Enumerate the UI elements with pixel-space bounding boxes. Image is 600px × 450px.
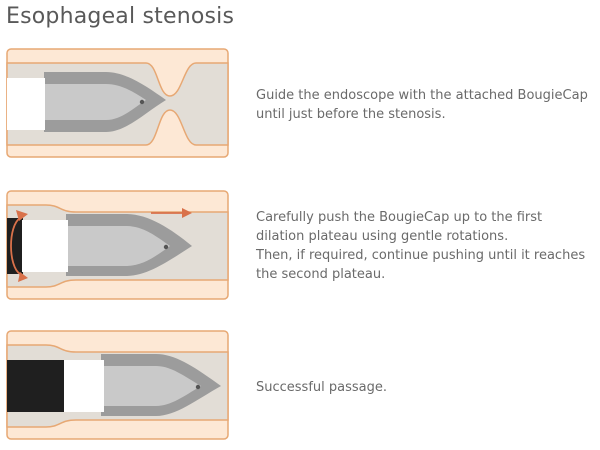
bougiecap-inner bbox=[66, 226, 170, 266]
step-3-illustration bbox=[6, 330, 229, 440]
page-title: Esophageal stenosis bbox=[6, 4, 235, 29]
caption-line: Guide the endoscope with the attached Bo… bbox=[256, 88, 588, 103]
push-arrow-icon bbox=[182, 208, 192, 218]
step-3: Successful passage. bbox=[6, 330, 594, 444]
caption-line: dilation plateau using gentle rotations. bbox=[256, 229, 509, 244]
endoscope-dark bbox=[7, 218, 23, 274]
step-1-caption: Guide the endoscope with the attached Bo… bbox=[256, 86, 591, 124]
endoscope-white bbox=[7, 78, 45, 130]
caption-line: Successful passage. bbox=[256, 380, 388, 395]
cap-tip-dot bbox=[139, 99, 145, 105]
rotation-arrowhead-top-icon bbox=[16, 210, 28, 221]
rotation-arrowhead-bottom-icon bbox=[18, 272, 28, 282]
caption-line: Carefully push the BougieCap up to the f… bbox=[256, 210, 543, 225]
endoscope-white bbox=[22, 220, 68, 272]
caption-line: until just before the stenosis. bbox=[256, 107, 446, 122]
step-2: Carefully push the BougieCap up to the f… bbox=[6, 190, 594, 304]
step-1: Guide the endoscope with the attached Bo… bbox=[6, 48, 594, 162]
step-2-illustration bbox=[6, 190, 229, 300]
caption-line: the second plateau. bbox=[256, 267, 386, 282]
step-3-caption: Successful passage. bbox=[256, 378, 591, 397]
step-2-caption: Carefully push the BougieCap up to the f… bbox=[256, 208, 591, 284]
rotation-arrow-icon bbox=[10, 217, 21, 275]
step-1-illustration bbox=[6, 48, 229, 158]
bougiecap-inner bbox=[101, 366, 201, 406]
endoscope-white bbox=[64, 360, 104, 412]
bougiecap-inner bbox=[44, 84, 146, 120]
cap-tip-dot bbox=[195, 384, 201, 390]
caption-line: Then, if required, continue pushing unti… bbox=[256, 248, 586, 263]
endoscope-dark bbox=[7, 360, 65, 412]
cap-tip-dot bbox=[163, 244, 169, 250]
